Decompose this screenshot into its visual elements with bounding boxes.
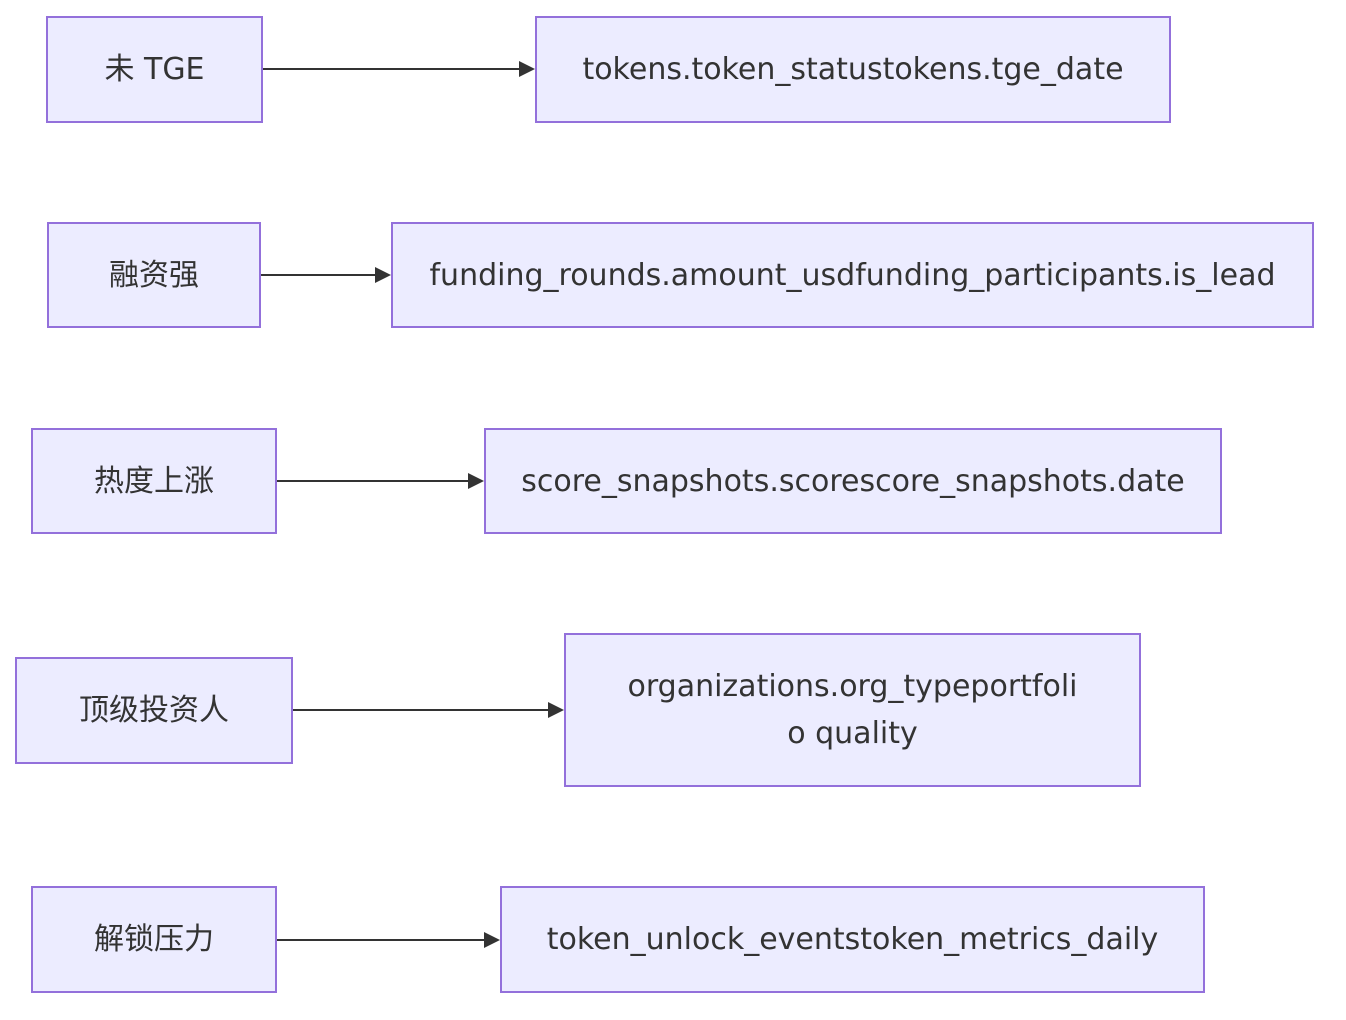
- source-node-label: 融资强: [109, 257, 199, 293]
- target-node-label: token_unlock_eventstoken_metrics_daily: [546, 922, 1159, 957]
- edge-1-arrowhead: [375, 267, 391, 283]
- edge-2-arrowhead: [468, 473, 484, 489]
- source-node-label: 顶级投资人: [79, 693, 229, 728]
- source-node-strong-funding: 融资强: [47, 222, 261, 328]
- target-node-label: score_snapshots.scorescore_snapshots.dat…: [521, 463, 1185, 499]
- source-node-not-tge: 未 TGE: [46, 16, 263, 123]
- target-node-label: funding_rounds.amount_usdfunding_partici…: [429, 257, 1276, 293]
- source-node-heat-rising: 热度上涨: [31, 428, 277, 534]
- edge-0-arrowhead: [519, 61, 535, 77]
- target-node-organizations: organizations.org_typeportfolio quality: [564, 633, 1141, 787]
- source-node-label: 热度上涨: [94, 463, 214, 499]
- edge-4-arrowhead: [484, 932, 500, 948]
- target-node-token-status: tokens.token_statustokens.tge_date: [535, 16, 1171, 123]
- target-node-token-unlock-events: token_unlock_eventstoken_metrics_daily: [500, 886, 1205, 993]
- source-node-top-investors: 顶级投资人: [15, 657, 293, 764]
- source-node-unlock-pressure: 解锁压力: [31, 886, 277, 993]
- target-node-score-snapshots: score_snapshots.scorescore_snapshots.dat…: [484, 428, 1222, 534]
- target-node-funding-rounds: funding_rounds.amount_usdfunding_partici…: [391, 222, 1314, 328]
- source-node-label: 未 TGE: [104, 52, 205, 87]
- target-node-label: organizations.org_typeportfolio quality: [627, 669, 1078, 751]
- edge-3-arrowhead: [548, 702, 564, 718]
- source-node-label: 解锁压力: [94, 922, 214, 957]
- target-node-label: tokens.token_statustokens.tge_date: [582, 52, 1124, 87]
